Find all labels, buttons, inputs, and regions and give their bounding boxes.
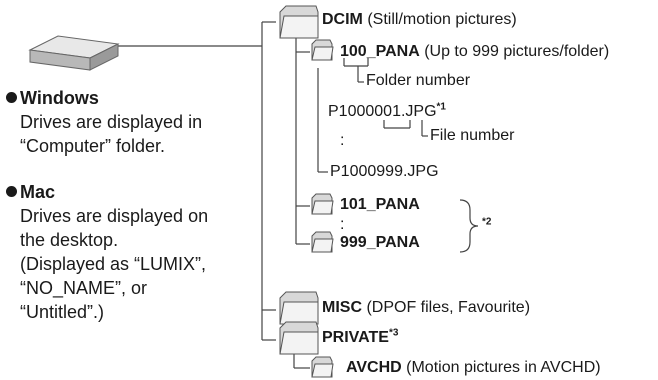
folder-icon-100-pana bbox=[311, 39, 334, 61]
folder-100-pana-label: 100_PANA (Up to 999 pictures/folder) bbox=[340, 43, 610, 60]
mac-text-line2: the desktop. bbox=[20, 230, 119, 250]
file-first-label: P1000001.JPG*1 bbox=[328, 101, 446, 120]
files-continuation: : bbox=[340, 132, 345, 149]
folder-icon-avchd bbox=[311, 356, 334, 378]
mac-text-line1: Drives are displayed on bbox=[20, 206, 209, 226]
misc-label: MISC (DPOF files, Favourite) bbox=[322, 299, 531, 316]
private-label: PRIVATE*3 bbox=[322, 327, 399, 346]
bullet-icon bbox=[6, 186, 17, 197]
folder-icon-private bbox=[279, 321, 319, 355]
mac-text-line5: “Untitled”.) bbox=[20, 302, 105, 322]
avchd-label: AVCHD (Motion pictures in AVCHD) bbox=[346, 359, 601, 376]
windows-text-line1: Drives are displayed in bbox=[20, 112, 203, 132]
folder-icon-101-pana bbox=[311, 193, 334, 215]
folder-number-label: Folder number bbox=[366, 72, 471, 89]
file-number-label: File number bbox=[430, 127, 515, 144]
drive-icon bbox=[28, 35, 120, 71]
mac-heading: Mac bbox=[6, 182, 55, 203]
dcim-label: DCIM (Still/motion pictures) bbox=[322, 11, 517, 28]
windows-text-line2: “Computer” folder. bbox=[20, 136, 166, 156]
footnote-2: *2 bbox=[482, 216, 492, 228]
folder-icon-999-pana bbox=[311, 231, 334, 253]
file-last-label: P1000999.JPG bbox=[330, 163, 439, 180]
folder-101-pana-label: 101_PANA bbox=[340, 196, 420, 213]
folder-icon-misc bbox=[279, 291, 319, 325]
folder-icon-dcim bbox=[279, 5, 319, 39]
windows-heading: Windows bbox=[6, 88, 99, 109]
mac-text-line4: “NO_NAME”, or bbox=[20, 278, 148, 298]
folder-999-pana-label: 999_PANA bbox=[340, 234, 420, 251]
bullet-icon bbox=[6, 92, 17, 103]
folders-continuation: : bbox=[340, 216, 345, 233]
mac-text-line3: (Displayed as “LUMIX”, bbox=[20, 254, 207, 274]
